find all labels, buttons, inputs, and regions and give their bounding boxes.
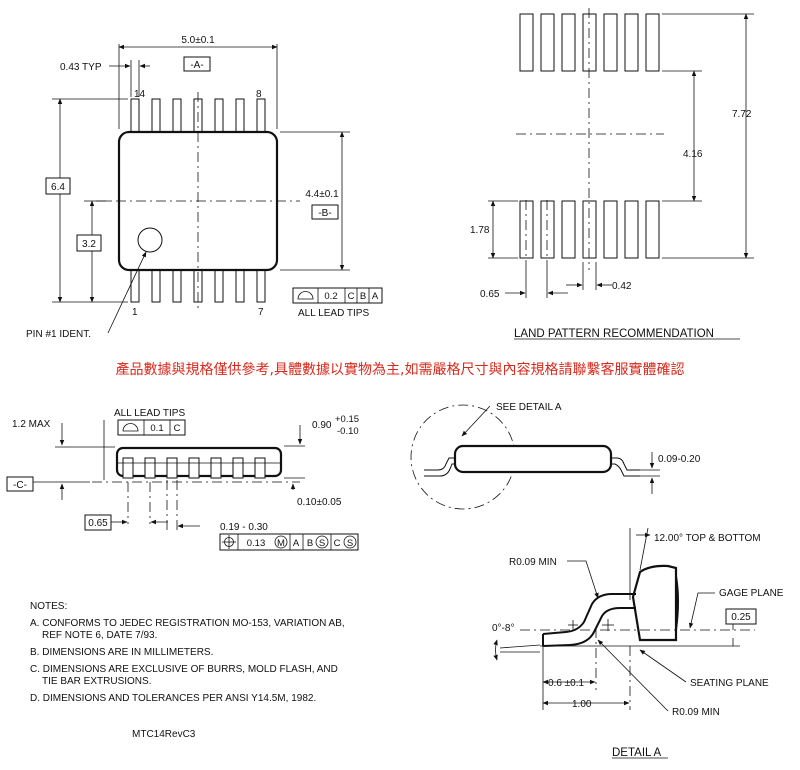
- dim-042-label: 0.42: [612, 281, 632, 292]
- notes-heading: NOTES:: [30, 601, 67, 612]
- rfs-icon: [343, 535, 357, 549]
- side-leads: [122, 457, 266, 479]
- foot-length-label: 0.6 ±0.1: [548, 678, 585, 689]
- side-profile-fcf: 0.1 C: [117, 419, 186, 436]
- datum-b-label: -B-: [318, 208, 331, 219]
- mmc-icon: [274, 535, 288, 549]
- radius-top-label: R0.09 MIN: [509, 557, 557, 568]
- pin-8-label: 8: [256, 89, 262, 100]
- pin-7-label: 7: [258, 307, 264, 318]
- lead-width-range-label: 0.19 - 0.30: [220, 522, 268, 533]
- profile-fcf: 0.2 C B A: [292, 287, 383, 304]
- dim-178-label: 1.78: [470, 225, 490, 236]
- svg-text:M: M: [277, 538, 285, 549]
- land-pads-bottom: [519, 200, 660, 259]
- note-d: D. DIMENSIONS AND TOLERANCES PER ANSI Y1…: [30, 693, 316, 704]
- svg-text:C: C: [348, 291, 355, 302]
- datum-a-box: [183, 56, 211, 72]
- datum-b-box: [311, 204, 339, 220]
- svg-text:C: C: [174, 423, 181, 434]
- dim-half-label: 3.2: [82, 239, 96, 250]
- dim-overall-label: 6.4: [51, 182, 65, 193]
- detail-a: 12.00° TOP & BOTTOM R0.09 MIN GAGE PLANE…: [492, 527, 784, 759]
- svg-text:C: C: [334, 538, 341, 549]
- dim-065-label: 0.65: [480, 289, 500, 300]
- angle-foot-label: 0°-8°: [492, 623, 514, 634]
- end-body: [453, 444, 613, 474]
- profile-surface-icon: [122, 423, 139, 432]
- datum-c-label: -C-: [13, 480, 27, 491]
- position-fcf: 0.13 M A B S C S: [219, 533, 359, 551]
- pin-1-label: 1: [132, 307, 138, 318]
- svg-text:B: B: [360, 291, 366, 302]
- lead-length-label: 1.00: [572, 699, 592, 710]
- svg-text:A: A: [372, 291, 379, 302]
- svg-text:0.13: 0.13: [247, 538, 266, 549]
- pin-14-label: 14: [134, 89, 146, 100]
- seating-plane-label: SEATING PLANE: [690, 678, 769, 689]
- dim-772-label: 7.72: [732, 109, 752, 120]
- lead-thickness-label: 0.09-0.20: [658, 454, 701, 465]
- datum-c-box: [6, 476, 34, 492]
- svg-text:0.2: 0.2: [324, 291, 337, 302]
- svg-text:S: S: [347, 538, 353, 549]
- top-view: 5.0±0.1 -A- 0.43 TYP 14 8 1 7 6.4 3.2 4.…: [26, 35, 383, 340]
- gage-value-label: 0.25: [731, 612, 751, 623]
- standoff-label: 0.10±0.05: [297, 497, 342, 508]
- svg-text:A: A: [293, 538, 300, 549]
- pin1-ident-label: PIN #1 IDENT.: [26, 329, 91, 340]
- end-view: SEE DETAIL A 0.09-0.20: [410, 402, 701, 510]
- lead-width-label: 0.43 TYP: [60, 62, 102, 73]
- tol-plus-label: +0.15: [335, 414, 359, 425]
- dim-width-label: 5.0±0.1: [181, 35, 215, 46]
- side-all-lead-tips-label: ALL LEAD TIPS: [114, 408, 185, 419]
- pitch-label: 0.65: [88, 518, 108, 529]
- tol-minus-label: -0.10: [337, 426, 359, 437]
- land-pads-top: [519, 13, 660, 72]
- drawing-id: MTC14RevC3: [132, 729, 196, 740]
- land-pattern: 7.72 4.16 1.78 0.65 0.42 LAND PATTERN RE…: [470, 8, 754, 340]
- side-view: 1.2 MAX ALL LEAD TIPS 0.1 C 0.90 +0.15 -…: [6, 408, 359, 551]
- detail-a-title: DETAIL A: [612, 747, 662, 759]
- note-a-line1: A. CONFORMS TO JEDEC REGISTRATION MO-153…: [30, 618, 345, 629]
- all-lead-tips-label: ALL LEAD TIPS: [298, 308, 369, 319]
- dim-090-label: 0.90: [312, 420, 332, 431]
- profile-surface-icon: [297, 291, 314, 300]
- dim-body-label: 4.4±0.1: [305, 189, 339, 200]
- dim-416-label: 4.16: [683, 149, 703, 160]
- datum-a-label: -A-: [190, 60, 203, 71]
- rfs-icon: [315, 535, 329, 549]
- max-height-label: 1.2 MAX: [12, 419, 51, 430]
- svg-text:B: B: [307, 538, 313, 549]
- svg-text:0.1: 0.1: [150, 423, 163, 434]
- note-c-line2: TIE BAR EXTRUSIONS.: [42, 676, 151, 687]
- note-a-line2: REF NOTE 6, DATE 7/93.: [42, 630, 157, 641]
- radius-bottom-label: R0.09 MIN: [672, 707, 720, 718]
- pin1-dot: [137, 227, 163, 253]
- gage-plane-label: GAGE PLANE: [719, 588, 784, 599]
- notes: NOTES: A. CONFORMS TO JEDEC REGISTRATION…: [30, 601, 345, 704]
- svg-text:S: S: [319, 538, 325, 549]
- note-b: B. DIMENSIONS ARE IN MILLIMETERS.: [30, 647, 213, 658]
- notice-text: 產品數據與規格僅供參考,具體數據以實物為主,如需嚴格尺寸與內容規格請聯繫客服實體…: [116, 361, 685, 378]
- note-c-line1: C. DIMENSIONS ARE EXCLUSIVE OF BURRS, MO…: [30, 664, 338, 675]
- angle-top-label: 12.00° TOP & BOTTOM: [654, 533, 761, 544]
- see-detail-label: SEE DETAIL A: [496, 402, 562, 413]
- land-pattern-title: LAND PATTERN RECOMMENDATION: [514, 328, 714, 340]
